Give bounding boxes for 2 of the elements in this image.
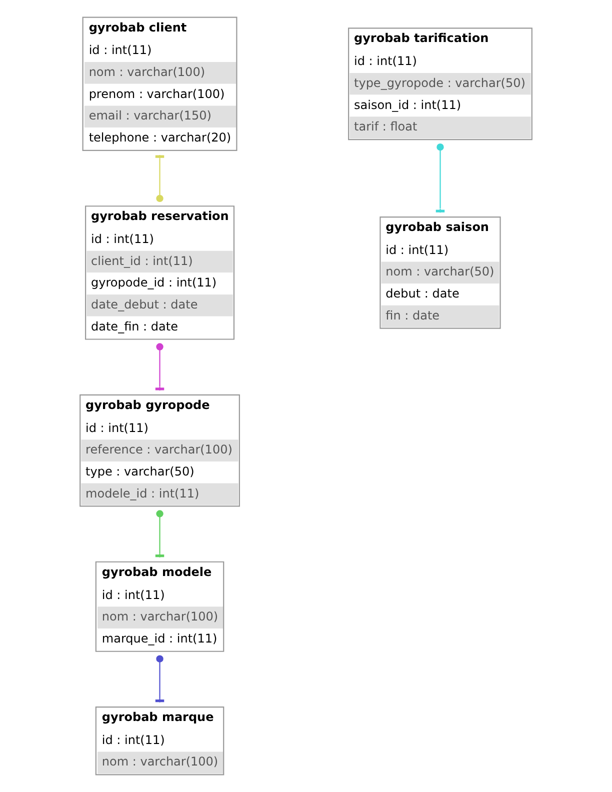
connector (155, 155, 164, 202)
connector (155, 343, 164, 390)
